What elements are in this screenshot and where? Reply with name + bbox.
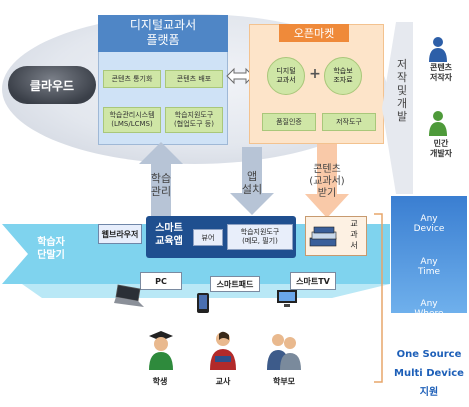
open-market-title: 오픈마켓 [279,24,349,42]
authoring-arrow-icon [382,22,413,194]
device-smarttv: 스마트TV [290,272,336,290]
device-pc: PC [140,272,182,290]
parents-icon [267,334,301,370]
learning-management-label: 학습 관리 [150,172,172,198]
platform-item-content-distribution: 콘텐츠 배포 [165,70,223,88]
content-author-icon [429,37,447,62]
web-browser-box: 웹브라우저 [98,224,142,244]
platform-item-content-sync: 콘텐츠 통기화 [103,70,161,88]
platform-item-lms: 학습관리시스템 (LMS/LCMS) [103,107,161,133]
learner-device-label: 학습자 단말기 [37,237,65,261]
books-icon [309,226,337,247]
learning-management-arrow-icon [139,142,183,216]
teacher-icon [210,331,236,370]
platform-item-support-tools: 학습지원도구 (협업도구 등) [165,107,223,133]
user-parents-label: 학부모 [272,377,296,386]
app-install-label: 앱 설치 [241,170,263,196]
market-authoring-tools: 저작도구 [322,113,376,131]
platform-title-line1: 디지털교과서 [129,18,197,32]
textbook-label: 교 과 서 [350,219,358,250]
platform-title-line2: 플랫폼 [146,33,180,47]
content-receive-label: 콘텐츠 (교과서) 받기 [309,164,345,199]
one-source-label: One Source Multi Device 지원 [394,349,464,398]
tablet-icon [197,293,209,313]
laptop-icon [114,284,144,307]
any-device: Any Device [413,214,445,234]
tv-icon [277,290,297,307]
plus-icon: + [309,66,321,82]
market-digital-textbook: 디지털 교과서 [267,57,305,95]
private-developer-label: 민간 개발자 [429,139,453,158]
authoring-label: 저 작 및 개 발 [396,58,408,123]
app-install-arrow-icon [230,147,274,215]
market-quality-cert: 품질인증 [262,113,316,131]
user-student-label: 학생 [152,377,168,386]
private-developer-icon [429,111,447,136]
any-time: Any Time [417,257,441,277]
user-teacher-label: 교사 [215,377,231,386]
content-author-label: 콘텐츠 저작자 [429,63,453,82]
app-support-tools-box: 학습지원도구 (메모, 필기) [227,224,293,250]
cloud-label: 클라우드 [8,66,96,104]
market-learning-materials: 학습보 조자료 [324,57,362,95]
device-smartpad: 스마트패드 [210,276,260,292]
viewer-box: 뷰어 [193,229,223,246]
content-receive-arrow-icon [305,144,349,218]
any-where: Any Where [414,299,444,319]
bracket-line [374,213,383,383]
any-panel [391,196,467,313]
smart-app-title: 스마트 교육앱 [155,223,183,247]
platform-title: 디지털교과서 플랫폼 [98,15,228,52]
student-icon [149,331,173,370]
